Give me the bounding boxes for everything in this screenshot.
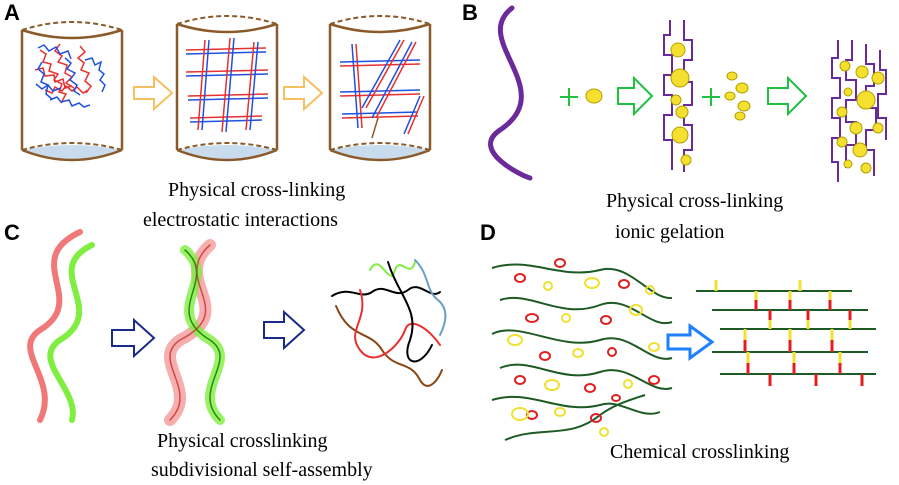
plus-sign-b-1 xyxy=(560,88,578,106)
panel-a: A xyxy=(4,0,432,231)
panel-b: B xyxy=(462,0,887,243)
panel-b-letter: B xyxy=(462,0,478,25)
random-coil-polymers xyxy=(34,43,106,108)
arrow-b-2 xyxy=(767,75,808,117)
aggregated-polymers xyxy=(339,39,425,139)
cylinder-2 xyxy=(175,15,279,162)
crosslinked-structure-b-1 xyxy=(663,20,693,172)
ion-b-1 xyxy=(585,88,603,104)
arrow-b-1 xyxy=(617,75,654,117)
polymer-chain-b xyxy=(488,5,533,181)
crosslinked-lattice xyxy=(696,280,876,386)
panel-c-letter: C xyxy=(4,220,20,245)
plus-sign-b-2 xyxy=(702,88,720,106)
panel-a-letter: A xyxy=(4,0,20,25)
double-helix xyxy=(164,239,225,426)
arrow-a-2 xyxy=(283,74,324,112)
separate-helices xyxy=(27,229,95,423)
arrow-c-1 xyxy=(111,317,156,359)
ions-b-cluster xyxy=(724,71,751,121)
cylinder-3 xyxy=(328,15,432,162)
panel-b-caption-2: ionic gelation xyxy=(615,221,724,243)
crosslinked-structure-b-2 xyxy=(831,40,887,182)
panel-d-letter: D xyxy=(480,220,496,245)
panel-b-caption-1: Physical cross-linking xyxy=(606,190,783,212)
self-assembled-network xyxy=(331,259,447,387)
reactive-groups xyxy=(507,258,660,437)
arrow-a-1 xyxy=(133,74,174,112)
arrow-c-2 xyxy=(263,309,306,351)
arrow-d xyxy=(666,323,715,361)
panel-c-caption-1: Physical crosslinking xyxy=(157,430,328,452)
cylinder-1 xyxy=(20,21,124,162)
panel-d: D xyxy=(480,220,876,463)
panel-a-caption-1: Physical cross-linking xyxy=(168,179,345,201)
grid-polymers xyxy=(185,37,269,133)
panel-d-caption-1: Chemical crosslinking xyxy=(610,441,789,463)
wavy-polymer-chains xyxy=(491,263,673,441)
panel-c: C Physical crosslinking subdivisional se… xyxy=(4,220,447,481)
panel-c-caption-2: subdivisional self-assembly xyxy=(151,459,373,481)
panel-a-caption-2: electrostatic interactions xyxy=(143,209,338,231)
